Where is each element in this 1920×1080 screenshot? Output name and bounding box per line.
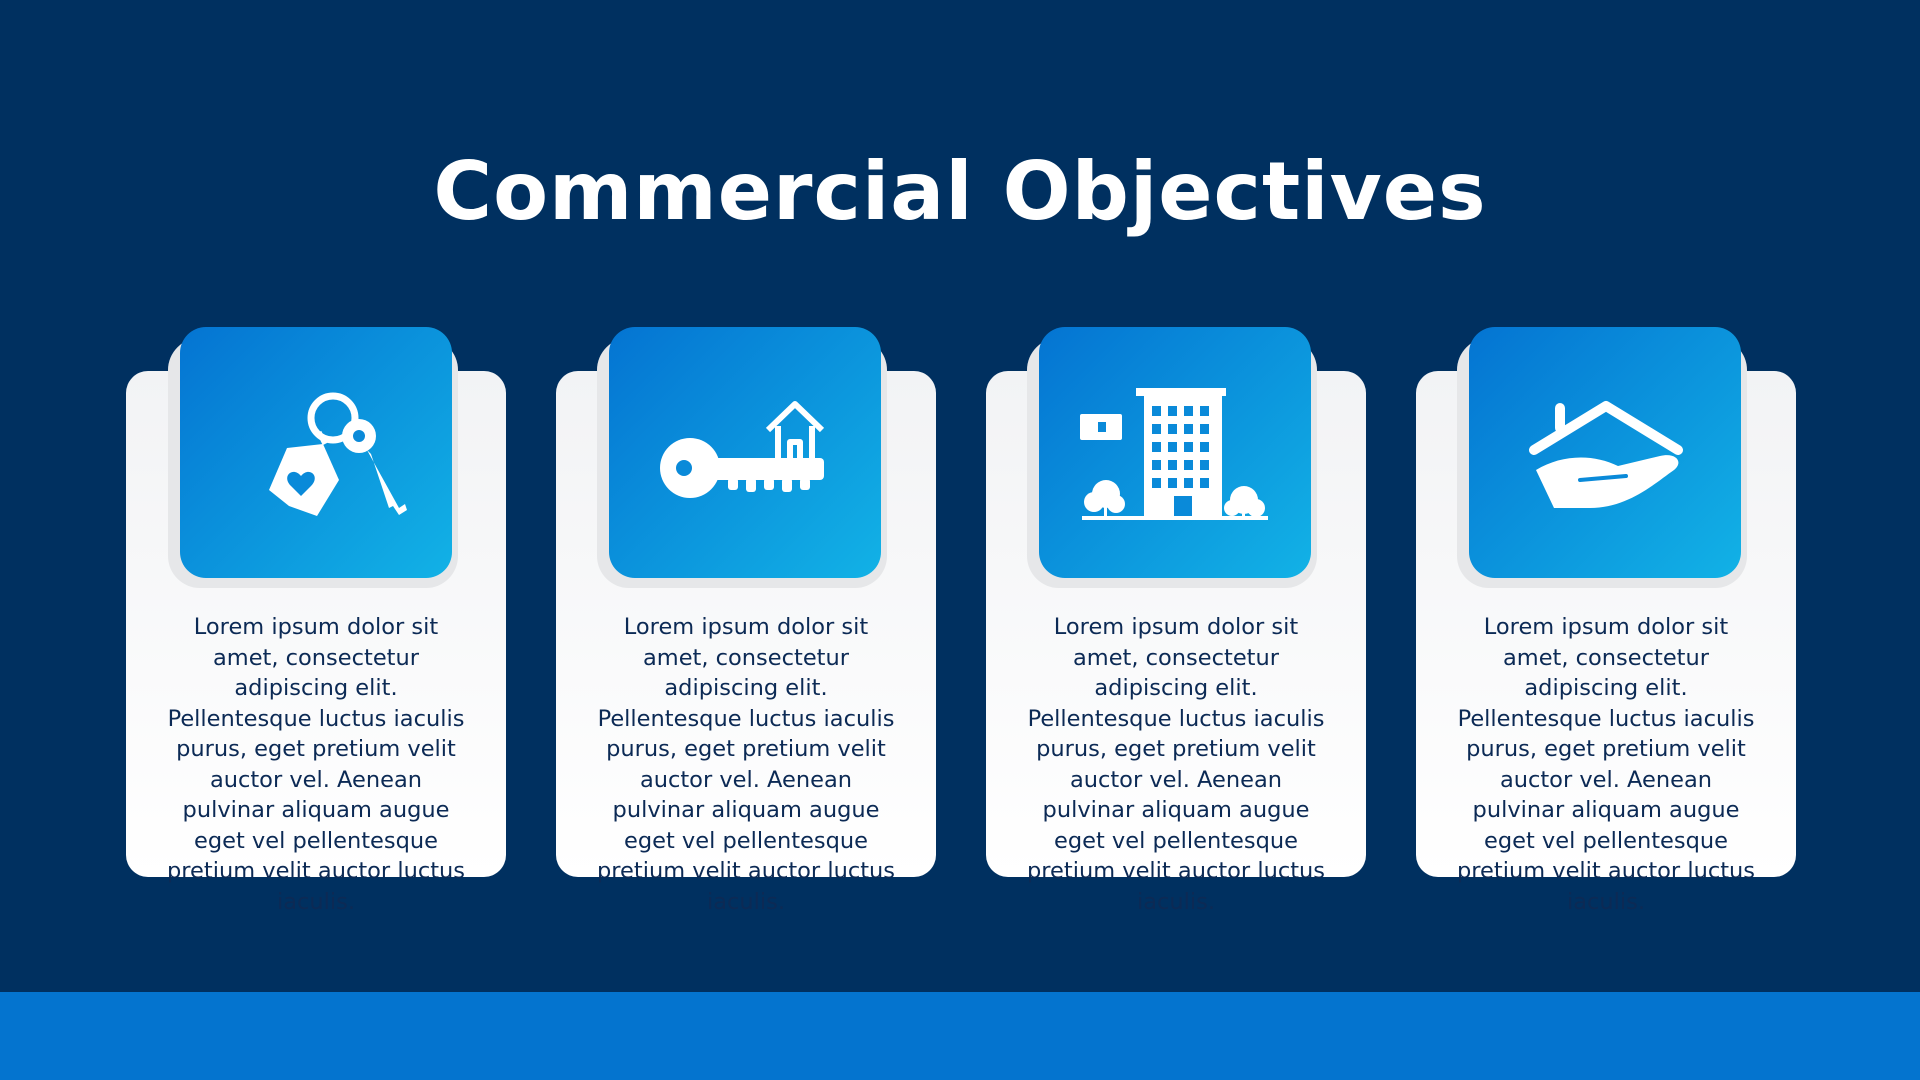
footer-bar [0,992,1920,1080]
card-1-description: Lorem ipsum dolor sit amet, consectetur … [126,612,506,917]
slide-title: Commercial Objectives [433,145,1487,238]
icon-tile-4 [1469,327,1741,578]
card-4-description: Lorem ipsum dolor sit amet, consectetur … [1416,612,1796,917]
card-4-text: Lorem ipsum dolor sit amet, consectetur … [1456,614,1755,915]
hand-holding-house-icon [1529,400,1683,508]
apartment-building-icon [1080,387,1268,520]
house-keys-icon [269,392,407,516]
card-3-text: Lorem ipsum dolor sit amet, consectetur … [1026,614,1325,915]
card-2-text: Lorem ipsum dolor sit amet, consectetur … [596,614,895,915]
card-2-description: Lorem ipsum dolor sit amet, consectetur … [556,612,936,917]
key-with-house-icon [660,400,825,498]
card-3-description: Lorem ipsum dolor sit amet, consectetur … [986,612,1366,917]
icon-tile-1 [180,327,452,578]
card-1-text: Lorem ipsum dolor sit amet, consectetur … [166,614,465,915]
icon-tile-3 [1039,327,1311,578]
icon-tile-2 [609,327,881,578]
